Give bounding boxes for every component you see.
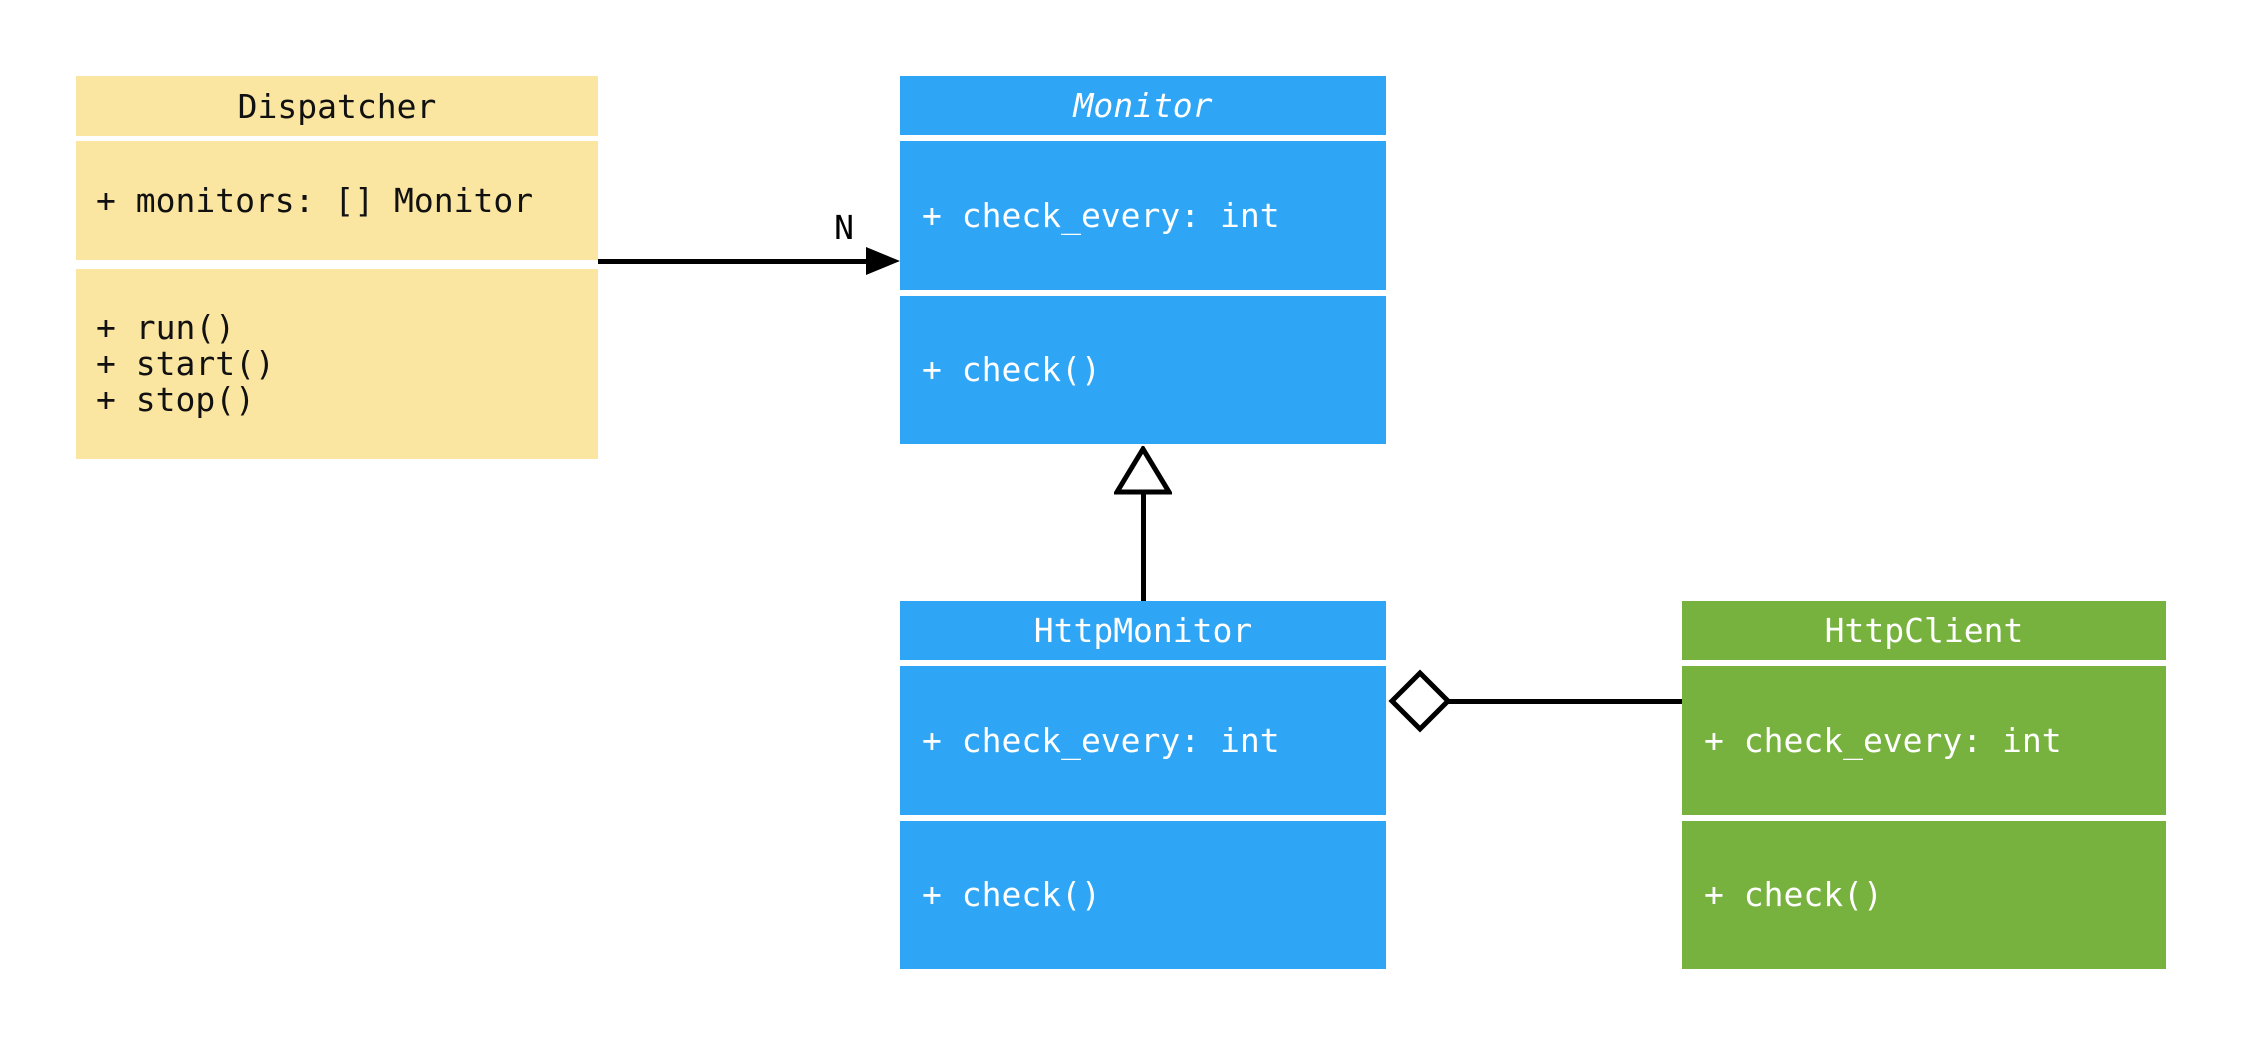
aggregation-diamond-icon bbox=[1388, 669, 1452, 733]
association-arrowhead-icon bbox=[866, 247, 900, 275]
class-title: Dispatcher bbox=[76, 76, 598, 136]
class-method: + check() bbox=[1704, 875, 1883, 914]
class-attribute: + monitors: [] Monitor bbox=[96, 180, 534, 220]
class-methods: + check() bbox=[1682, 821, 2166, 969]
class-attributes: + check_every: int bbox=[1682, 666, 2166, 815]
class-attributes: + monitors: [] Monitor bbox=[76, 141, 598, 260]
class-method: + check() bbox=[922, 875, 1101, 914]
association-line bbox=[598, 259, 870, 264]
class-attributes: + check_every: int bbox=[900, 666, 1386, 815]
class-methods: + check() bbox=[900, 296, 1386, 444]
class-method: + start() bbox=[96, 344, 275, 383]
aggregation-line bbox=[1448, 699, 1682, 704]
class-attribute: + check_every: int bbox=[922, 195, 1280, 235]
inheritance-line bbox=[1141, 492, 1146, 601]
inheritance-triangle-icon bbox=[1114, 446, 1172, 495]
class-methods: + run() + start() + stop() bbox=[76, 269, 598, 459]
class-box-dispatcher: Dispatcher + monitors: [] Monitor + run(… bbox=[76, 76, 598, 459]
class-box-httpclient: HttpClient + check_every: int + check() bbox=[1682, 601, 2166, 969]
class-title: HttpMonitor bbox=[900, 601, 1386, 660]
class-box-httpmonitor: HttpMonitor + check_every: int + check() bbox=[900, 601, 1386, 969]
class-attribute: + check_every: int bbox=[922, 720, 1280, 760]
class-title: Monitor bbox=[900, 76, 1386, 135]
class-attribute: + check_every: int bbox=[1704, 720, 2062, 760]
class-method: + stop() bbox=[96, 380, 255, 419]
class-title: HttpClient bbox=[1682, 601, 2166, 660]
class-box-monitor: Monitor + check_every: int + check() bbox=[900, 76, 1386, 444]
class-method: + run() bbox=[96, 308, 236, 347]
class-methods: + check() bbox=[900, 821, 1386, 969]
class-attributes: + check_every: int bbox=[900, 141, 1386, 290]
multiplicity-label: N bbox=[834, 208, 854, 247]
class-method: + check() bbox=[922, 350, 1101, 389]
